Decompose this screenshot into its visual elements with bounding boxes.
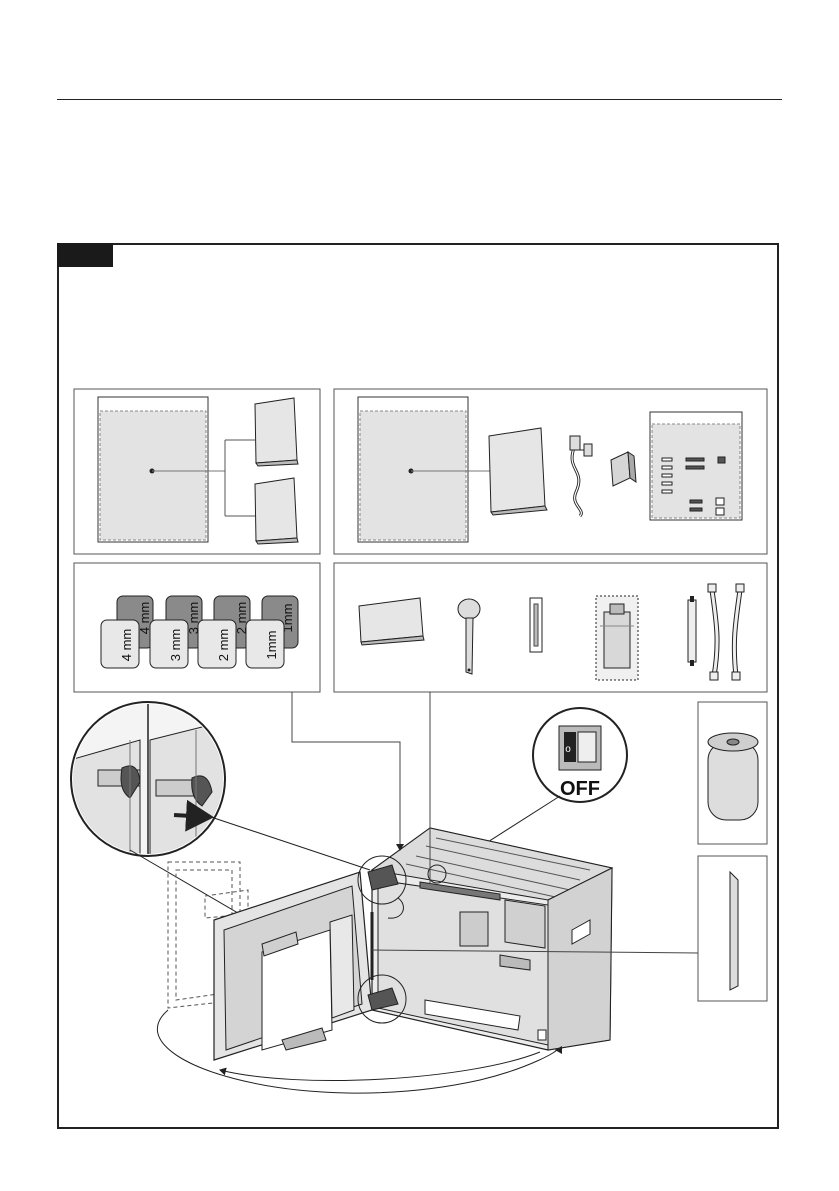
spacer-label: 1mm bbox=[264, 631, 279, 660]
spacer-label: 4 mm bbox=[119, 629, 134, 662]
instruction-booklet-icon bbox=[489, 428, 547, 515]
spacer-label: 2 mm bbox=[216, 629, 231, 662]
spacer-label: 3 mm bbox=[168, 629, 183, 662]
quick-guide-booklet-icon bbox=[359, 598, 424, 645]
svg-text:o: o bbox=[565, 744, 571, 755]
screw-bag-icon bbox=[650, 412, 742, 520]
manual-booklet-icon bbox=[255, 478, 298, 544]
measuring-spoon-icon bbox=[458, 599, 480, 674]
cleaning-strip-icon bbox=[730, 872, 738, 990]
switch-off-label: OFF bbox=[560, 778, 600, 800]
panel-spacers: 4 mm 4 mm 3 mm 3 mm 2 mm 2 mm 1mm 1mm bbox=[74, 563, 320, 692]
mounting-bracket-icon bbox=[611, 452, 636, 486]
water-filter-icon bbox=[596, 596, 638, 680]
document-bag-icon bbox=[98, 397, 225, 542]
spacer-2mm: 2 mm 2 mm bbox=[198, 596, 250, 668]
tablet-container-icon bbox=[708, 733, 758, 820]
panel-cleaning-brush bbox=[698, 856, 767, 1001]
panel-cleaning-tablets bbox=[698, 702, 767, 844]
power-cord-icon bbox=[570, 436, 592, 516]
water-hardness-test-strip-icon bbox=[530, 598, 542, 652]
panel-documents bbox=[74, 389, 320, 554]
spacer-3mm: 3 mm 3 mm bbox=[150, 596, 202, 668]
coffee-machine-drawing bbox=[157, 828, 612, 1093]
manual-booklet-icon bbox=[255, 398, 298, 466]
spacer-4mm: 4 mm 4 mm bbox=[101, 596, 153, 668]
milk-hose-icon bbox=[688, 584, 744, 680]
accessory-bag-icon bbox=[358, 397, 490, 542]
spacer-1mm: 1mm 1mm bbox=[246, 596, 298, 668]
panel-accessory-kit bbox=[334, 389, 767, 554]
panel-small-accessories bbox=[334, 563, 767, 692]
